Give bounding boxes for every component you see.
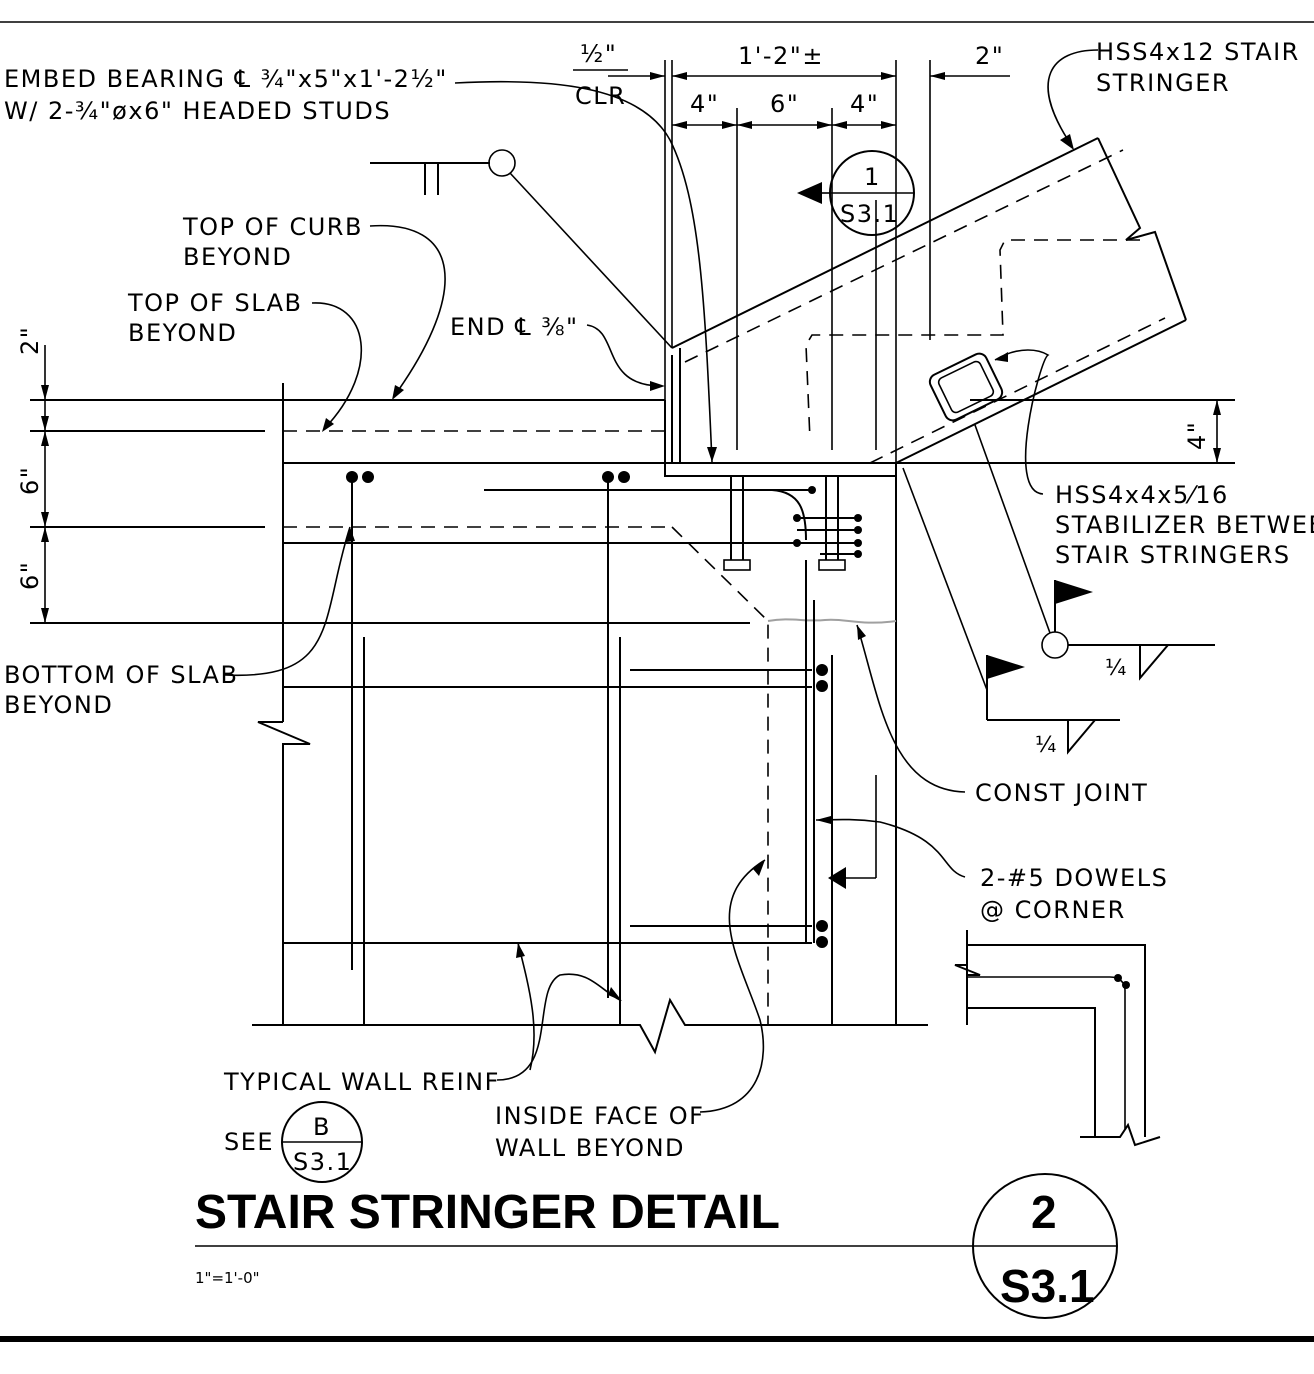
wall-reinf-label: TYPICAL WALL REINF <box>223 1068 500 1096</box>
section-bubble-number: 1 <box>864 163 881 191</box>
end-plate-label: END ℄ ⅜" <box>450 313 579 341</box>
concrete-section <box>30 383 928 1055</box>
slab-bottom-label-line1: BOTTOM OF SLAB <box>4 661 238 689</box>
rebar-dots <box>346 471 862 948</box>
weld-b-size: ¼ <box>1035 733 1056 758</box>
see-bubble-sheet: S3.1 <box>293 1148 352 1176</box>
weld-symbol-stabilizer <box>974 424 1215 681</box>
weld-symbol-top <box>370 149 673 349</box>
embed-plate <box>231 399 897 571</box>
curb-label-line1: TOP OF CURB <box>182 213 363 241</box>
slab-top-label-line1: TOP OF SLAB <box>127 289 303 317</box>
curb-label-line2: BEYOND <box>183 243 292 271</box>
inside-face-label-line1: INSIDE FACE OF <box>495 1102 704 1130</box>
dim-overall: 1'-2"± <box>738 42 824 70</box>
section-bubble-sheet: S3.1 <box>840 200 899 228</box>
dim-vert-top: 2" <box>16 326 44 355</box>
detail-bubble-sheet: S3.1 <box>1000 1260 1095 1312</box>
hss-stringer <box>671 137 1187 464</box>
dim-vert-bot: 6" <box>16 561 44 590</box>
dim-seg-a: 4" <box>690 90 719 118</box>
stabilizer-label-line3: STAIR STRINGERS <box>1055 541 1291 569</box>
leaders <box>224 49 1099 1113</box>
dim-vert-mid: 6" <box>16 466 44 495</box>
section-cut-bubble <box>797 150 915 236</box>
dowels-label-line1: 2-#5 DOWELS <box>980 864 1168 892</box>
see-prefix: SEE <box>224 1128 274 1156</box>
left-dimensions <box>41 345 49 623</box>
dim-seg-b: 6" <box>770 90 799 118</box>
corner-inset-detail <box>954 930 1161 1147</box>
detail-scale: 1"=1'-0" <box>195 1269 260 1287</box>
see-bubble-letter: B <box>313 1113 331 1141</box>
weld-symbol-stringer <box>902 467 1120 755</box>
slab-bottom-label-line2: BEYOND <box>4 691 113 719</box>
top-dimensions <box>573 60 1010 463</box>
dim-seg-c: 4" <box>850 90 879 118</box>
dowel-hooks <box>771 489 858 555</box>
curb-dimension <box>1213 400 1221 463</box>
inside-face-label-line2: WALL BEYOND <box>495 1134 685 1162</box>
slab-top-label-line2: BEYOND <box>128 319 237 347</box>
hss-stringer-label-line1: HSS4x12 STAIR <box>1096 38 1300 66</box>
dim-clr-label: CLR <box>575 82 626 110</box>
detail-bubble-number: 2 <box>1031 1186 1057 1238</box>
hss-stringer-label-line2: STRINGER <box>1096 69 1230 97</box>
dim-curb-height: 4" <box>1183 421 1211 450</box>
const-joint-label: CONST JOINT <box>975 779 1148 807</box>
weld-a-size: ¼ <box>1105 656 1126 681</box>
dim-right-edge: 2" <box>975 42 1004 70</box>
stabilizer-label-line1: HSS4x4x5⁄16 <box>1055 481 1229 509</box>
dowels-label-line2: @ CORNER <box>980 896 1126 924</box>
dowel-flag <box>828 775 877 889</box>
dim-clr-top: ½" <box>580 40 617 68</box>
see-bubble <box>281 1101 363 1183</box>
embed-label-line2: W/ 2-¾"øx6" HEADED STUDS <box>4 97 391 125</box>
const-joint-line <box>767 618 897 624</box>
detail-number-bubble <box>972 1173 1118 1319</box>
embed-label-line1: EMBED BEARING ℄ ¾"x5"x1'-2½" <box>4 65 448 93</box>
stabilizer-label-line2: STABILIZER BETWEEN <box>1055 511 1314 539</box>
detail-title: STAIR STRINGER DETAIL <box>195 1186 780 1239</box>
